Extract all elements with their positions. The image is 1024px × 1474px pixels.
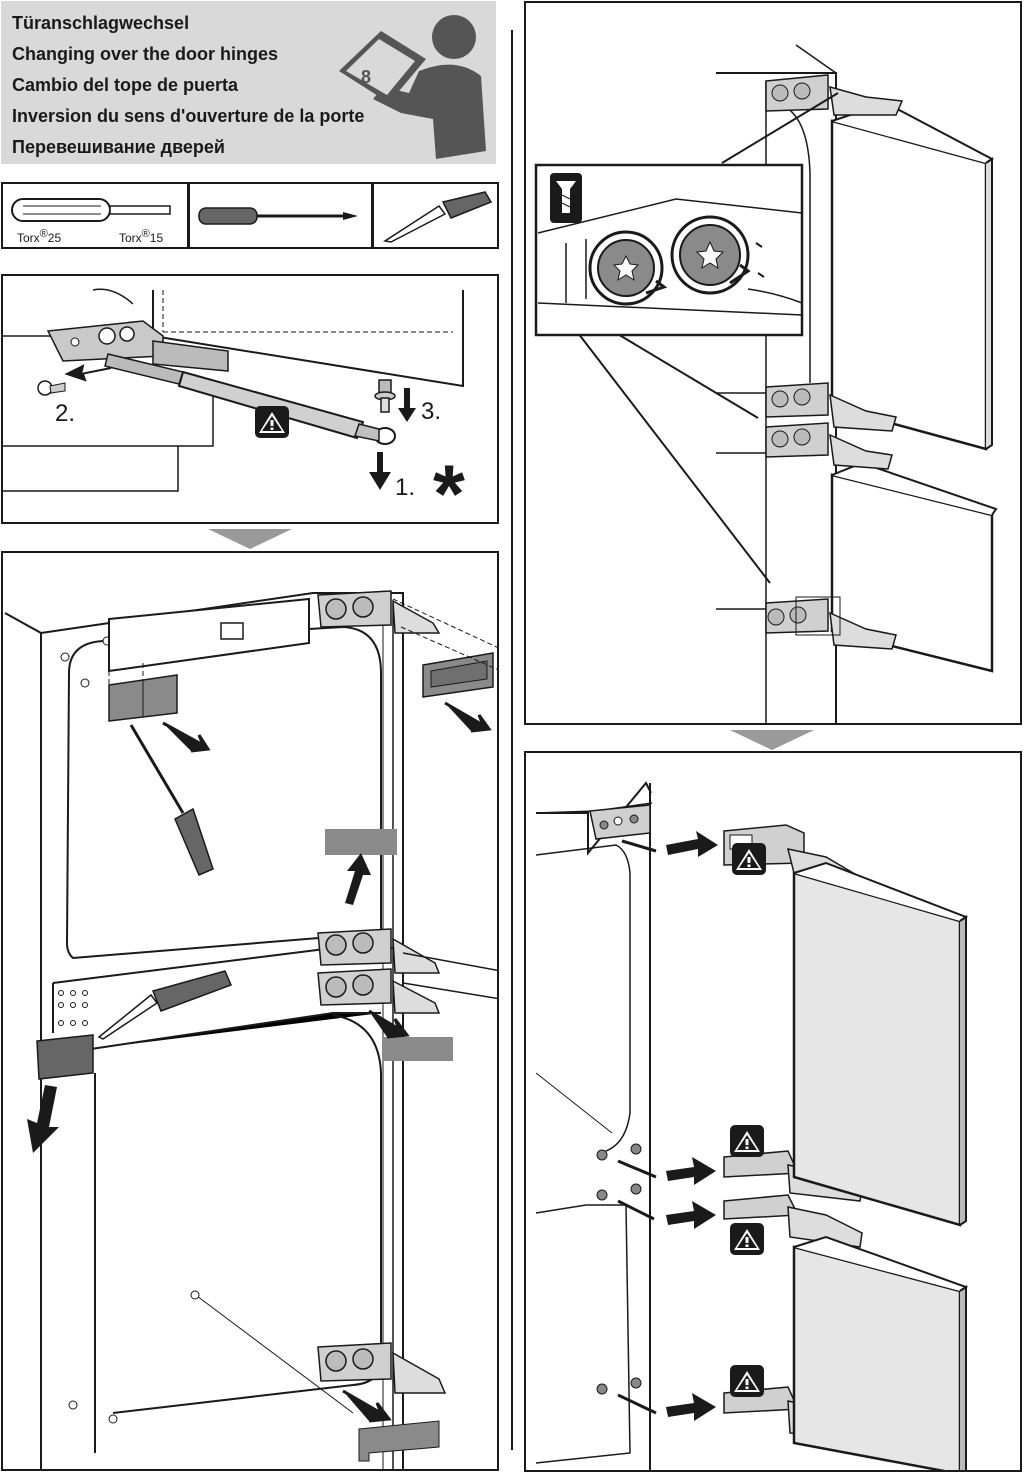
step-label-2: 2. — [55, 400, 76, 427]
top-left-cover — [108, 674, 178, 722]
bottom-cover — [358, 1420, 440, 1462]
arrow-cover-out-3 — [368, 1009, 410, 1039]
tools-panel: Torx®25 Torx®15 — [1, 182, 499, 249]
upper-door — [830, 101, 994, 451]
arrow-cover-out-4 — [342, 1389, 392, 1423]
step-hinge-unscrew-panel — [524, 1, 1022, 725]
warning-icon-2 — [730, 1125, 764, 1157]
screwdriver-pry-icon — [129, 724, 214, 876]
warning-icon — [255, 406, 289, 438]
knife-icon — [382, 191, 493, 243]
screw-icon — [37, 380, 66, 396]
knife-pry-icon — [97, 970, 232, 1040]
hinge-right-top — [765, 74, 904, 116]
middle-cover-upper — [325, 829, 397, 855]
arrow-cover-out-2 — [444, 701, 492, 733]
hinge-right-mid-lower — [765, 422, 893, 470]
torx-25-label: Torx®25 — [17, 228, 62, 245]
column-divider — [511, 30, 513, 1450]
arrow-cover-out-1 — [162, 721, 211, 753]
arrow-side-cover-down — [27, 1085, 59, 1153]
warning-icon-3 — [730, 1223, 764, 1255]
title-en: Changing over the door hinges — [12, 44, 279, 64]
step-damper-removal-panel: 2. 3. 1. * — [1, 274, 499, 524]
lower-door — [830, 461, 998, 673]
step-hinge-remount-panel — [524, 751, 1022, 1472]
flat-screwdriver-icon — [198, 207, 358, 225]
hinge-new-mid-lower — [723, 1194, 863, 1248]
torx-15-label: Torx®15 — [119, 228, 164, 245]
upper-door-new — [792, 861, 969, 1227]
arrow-up-cover — [345, 853, 371, 905]
hinge-middle-lower — [317, 968, 441, 1014]
arrow-down-3 — [398, 388, 416, 422]
hinge-plate — [46, 320, 229, 372]
magnified-hinge-inset — [534, 163, 804, 337]
note-asterisk: * — [433, 449, 465, 524]
title-ru: Перевешивание дверей — [12, 137, 225, 157]
title-es: Cambio del tope de puerta — [12, 75, 239, 95]
warning-icon-1 — [732, 843, 766, 875]
torx-screwdriver-icon — [11, 198, 171, 222]
hinge-top — [317, 590, 441, 634]
top-right-cover — [422, 652, 494, 698]
title-de: Türanschlagwechsel — [12, 13, 190, 33]
step-label-3: 3. — [421, 398, 442, 425]
arrow-down-1 — [369, 452, 391, 490]
pin-icon — [374, 379, 396, 413]
warning-icon-4 — [730, 1365, 764, 1397]
read-manual-icon: 8 — [339, 15, 486, 159]
damper-rod — [104, 353, 396, 445]
step-label-1: 1. — [395, 474, 416, 501]
torx-tool-icon — [550, 173, 582, 223]
step-cover-removal-panel — [1, 551, 499, 1471]
hinge-bottom — [317, 1342, 447, 1394]
middle-cover-lower — [383, 1037, 453, 1061]
lower-door-new — [792, 1235, 969, 1470]
hinge-right-bottom — [765, 598, 897, 650]
title-banner: Türanschlagwechsel Changing over the doo… — [1, 1, 496, 164]
hinge-middle-upper — [317, 928, 441, 974]
manual-page-number: 8 — [361, 67, 371, 87]
mount-arrows — [666, 831, 718, 1421]
flow-arrow-down-left — [208, 529, 292, 549]
side-cover — [36, 1034, 94, 1080]
flow-arrow-down-right — [730, 730, 814, 750]
title-fr: Inversion du sens d'ouverture de la port… — [12, 106, 365, 126]
hinge-right-mid-upper — [765, 382, 897, 432]
arrow-left-2 — [64, 364, 112, 382]
